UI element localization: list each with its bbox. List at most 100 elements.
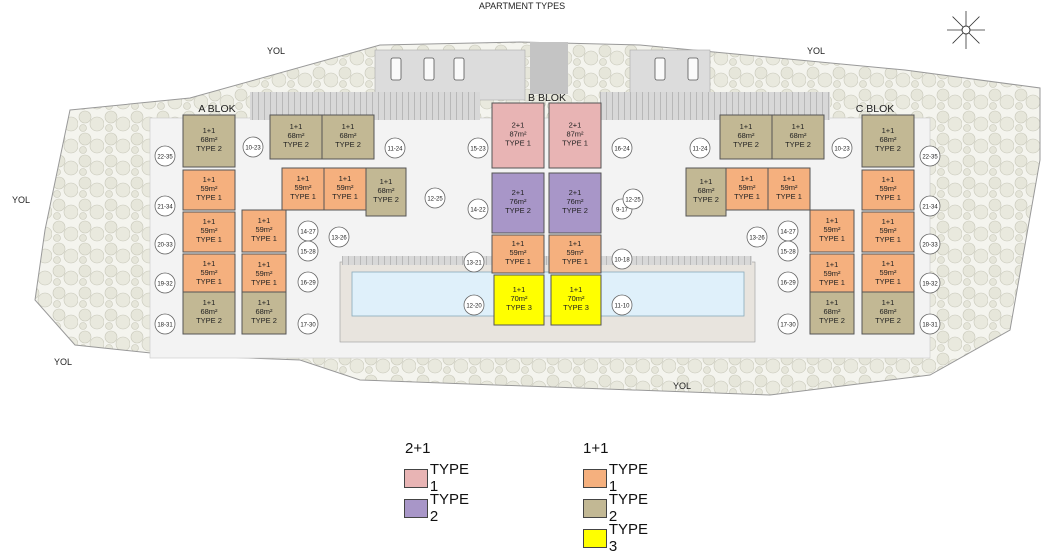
- unit-type: TYPE 1: [562, 257, 588, 266]
- unit-marker: 11-24: [384, 137, 406, 159]
- unit-shape: [809, 209, 855, 253]
- unit-shape: [548, 234, 602, 274]
- unit-type: TYPE 2: [283, 140, 309, 149]
- unit-type: TYPE 2: [562, 206, 588, 215]
- marker-circle: [424, 187, 446, 209]
- unit-area: 70m²: [567, 294, 585, 303]
- unit-area: 59m²: [879, 226, 897, 235]
- unit-shape: [725, 167, 769, 211]
- marker-label: 19-32: [922, 282, 938, 288]
- unit-type: TYPE 1: [505, 257, 531, 266]
- marker-circle: [831, 137, 853, 159]
- unit-marker: 15-28: [777, 240, 799, 262]
- unit-area: 59m²: [200, 226, 218, 235]
- unit-rooms: 1+1: [569, 239, 582, 248]
- marker-label: 11-24: [388, 147, 404, 153]
- unit-rooms: 1+1: [700, 177, 713, 186]
- marker-label: 12-25: [427, 197, 443, 203]
- unit-marker: 16-29: [777, 271, 799, 293]
- unit-type: TYPE 1: [251, 278, 277, 287]
- marker-label: 16-29: [300, 281, 316, 287]
- marker-circle: [746, 226, 768, 248]
- unit-type: TYPE 2: [335, 140, 361, 149]
- unit-marker: 10-23: [242, 136, 264, 158]
- unit-area: 59m²: [255, 269, 273, 278]
- unit-type: TYPE 3: [506, 303, 532, 312]
- marker-circle: [919, 195, 941, 217]
- unit-area: 59m²: [200, 268, 218, 277]
- unit-shape: [861, 291, 915, 335]
- unit-area: 59m²: [823, 269, 841, 278]
- unit-type: TYPE 2: [505, 206, 531, 215]
- block-label: A BLOK: [198, 103, 235, 115]
- marker-circle: [611, 248, 633, 270]
- unit-area: 76m²: [566, 197, 584, 206]
- unit-rooms: 1+1: [826, 216, 839, 225]
- unit-shape: [771, 114, 825, 160]
- marker-label: 13-26: [749, 236, 765, 242]
- unit-area: 68m²: [823, 307, 841, 316]
- unit-type: TYPE 2: [875, 144, 901, 153]
- unit-area: 68m²: [255, 307, 273, 316]
- unit-type: TYPE 2: [196, 144, 222, 153]
- unit-rooms: 1+1: [339, 174, 352, 183]
- unit-marker: 21-34: [919, 195, 941, 217]
- unit-rooms: 2+1: [512, 188, 525, 197]
- unit-rooms: 1+1: [513, 285, 526, 294]
- marker-label: 14-22: [470, 208, 486, 214]
- marker-circle: [154, 272, 176, 294]
- marker-label: 15-28: [300, 250, 316, 256]
- unit-shape: [182, 253, 236, 295]
- unit-shape: [861, 114, 915, 168]
- block-label: B BLOK: [528, 92, 566, 104]
- unit-marker: 17-30: [297, 313, 319, 335]
- unit-shape: [182, 114, 236, 168]
- unit-area: 59m²: [255, 225, 273, 234]
- unit-marker: 13-21: [463, 251, 485, 273]
- marker-label: 12-20: [466, 304, 482, 310]
- unit-area: 76m²: [509, 197, 527, 206]
- unit-type: TYPE 2: [373, 195, 399, 204]
- marker-circle: [463, 294, 485, 316]
- marker-circle: [919, 313, 941, 335]
- unit-shape: [241, 291, 287, 335]
- unit-marker: 10-23: [831, 137, 853, 159]
- legend-label: TYPE 1: [608, 461, 648, 495]
- marker-circle: [919, 145, 941, 167]
- legend-heading-1plus1: 1+1: [583, 440, 609, 457]
- unit-rooms: 1+1: [882, 298, 895, 307]
- unit-marker: 10-18: [611, 248, 633, 270]
- marker-circle: [154, 195, 176, 217]
- unit-type: TYPE 1: [819, 234, 845, 243]
- unit-shape: [491, 172, 545, 234]
- unit-rooms: 2+1: [569, 121, 582, 130]
- marker-circle: [154, 145, 176, 167]
- legend-item: TYPE 1: [404, 461, 473, 495]
- unit-shape: [548, 172, 602, 234]
- legend-swatch: [404, 498, 428, 518]
- unit-type: TYPE 1: [196, 193, 222, 202]
- car-icon: [687, 57, 699, 81]
- north-compass-icon: [947, 11, 985, 49]
- unit-marker: 14-22: [467, 198, 489, 220]
- unit-shape: [861, 211, 915, 253]
- unit-rooms: 1+1: [203, 298, 216, 307]
- marker-label: 14-27: [780, 230, 796, 236]
- marker-circle: [611, 294, 633, 316]
- unit-shape: [719, 114, 773, 160]
- unit-rooms: 1+1: [882, 126, 895, 135]
- marker-label: 17-30: [780, 323, 796, 329]
- unit-marker: 17-30: [777, 313, 799, 335]
- unit-type: TYPE 2: [196, 316, 222, 325]
